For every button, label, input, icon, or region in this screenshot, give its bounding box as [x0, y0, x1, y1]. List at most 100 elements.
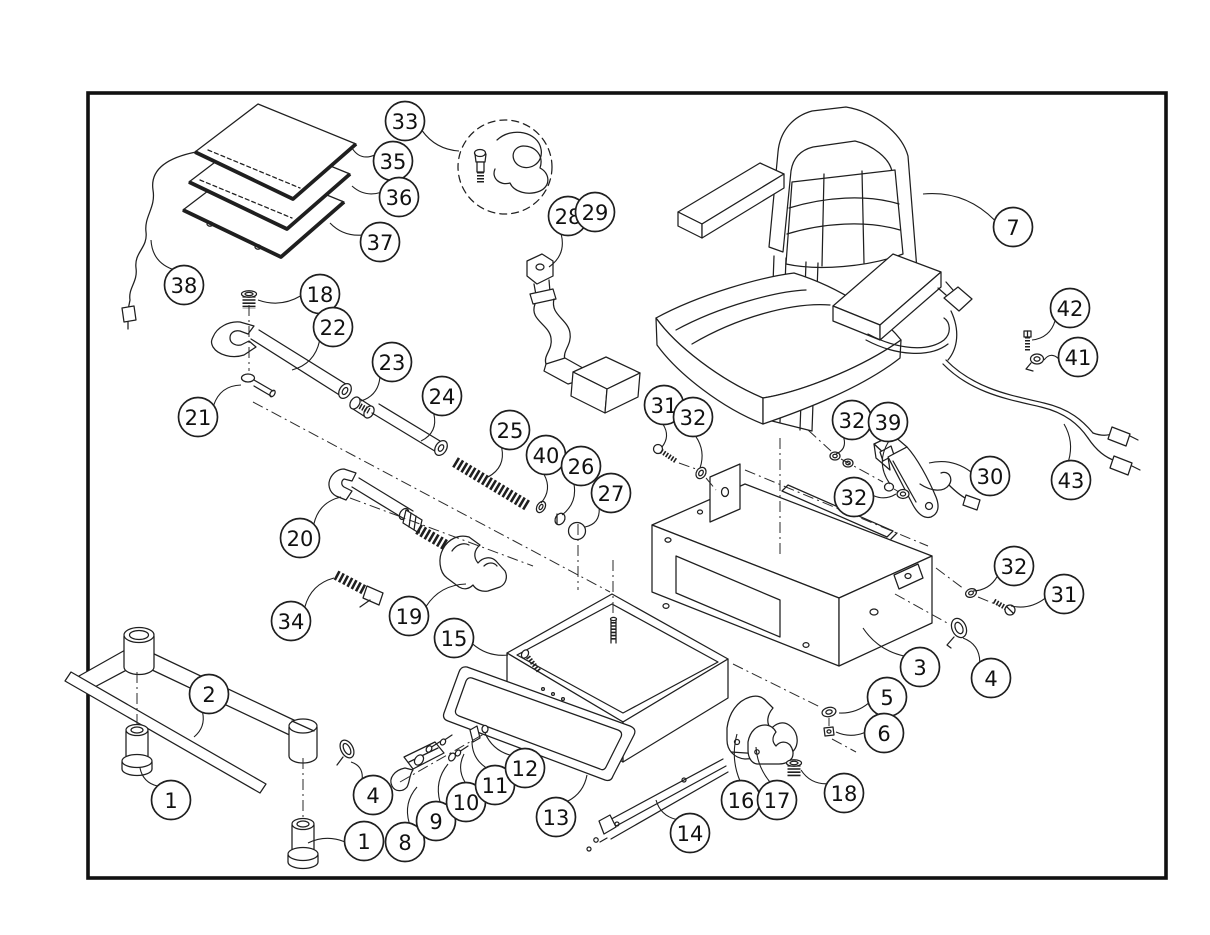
callout-3: 3: [862, 627, 941, 688]
balloon-circle: [270, 600, 312, 642]
leader-line: [460, 753, 466, 783]
balloon-circle: [823, 772, 865, 814]
spring-34: [333, 570, 384, 608]
balloon-number: 41: [1065, 346, 1092, 370]
balloon-number: 34: [278, 610, 305, 634]
callout-31: 31: [1010, 573, 1085, 615]
leader-line: [351, 147, 375, 158]
leader-line: [291, 340, 321, 371]
leader-line: [487, 447, 503, 478]
callout-17: 17: [755, 746, 798, 821]
bracket-16-17-18: [726, 695, 837, 777]
leader-line: [472, 643, 509, 656]
callout-6: 6: [835, 712, 905, 754]
callout-35: 35: [351, 140, 414, 182]
callout-43: 43: [1050, 423, 1092, 501]
callout-32: 32: [831, 399, 873, 455]
balloon-number: 14: [677, 822, 704, 846]
balloon-circle: [1043, 573, 1085, 615]
balloon-circle: [863, 712, 905, 754]
leader-line: [800, 769, 827, 785]
callout-1: 1: [139, 767, 192, 821]
cushion-panels-35-36-37: [182, 103, 358, 259]
balloon-circle: [899, 646, 941, 688]
leader-line: [484, 732, 511, 756]
leader-line: [695, 435, 703, 469]
leader-line: [540, 474, 549, 504]
balloon-number: 32: [839, 409, 866, 433]
balloon-circle: [1057, 336, 1099, 378]
balloon-number: 22: [320, 316, 347, 340]
callout-29: 29: [574, 191, 616, 233]
callout-41: 41: [1043, 336, 1099, 378]
leader-line: [1031, 320, 1056, 341]
leader-line: [655, 799, 677, 820]
balloon-number: 26: [568, 455, 595, 479]
balloon-circle: [535, 796, 577, 838]
leader-line: [304, 577, 335, 608]
leader-line: [862, 627, 905, 657]
balloon-number: 2: [202, 683, 215, 707]
balloon-circle: [969, 455, 1011, 497]
callout-20: 20: [279, 496, 342, 559]
balloon-number: 11: [482, 774, 509, 798]
balloon-circle: [343, 820, 385, 862]
callout-25: 25: [487, 409, 531, 478]
callout-14: 14: [655, 799, 711, 854]
balloon-number: 25: [497, 419, 524, 443]
hardware-31-32-right: [946, 588, 1016, 649]
callout-15: 15: [433, 617, 509, 659]
leader-line: [962, 637, 981, 663]
leader-line: [406, 786, 418, 824]
balloon-number: 24: [429, 385, 456, 409]
callout-10: 10: [445, 753, 487, 823]
balloon-circle: [672, 396, 714, 438]
balloon-circle: [421, 375, 463, 417]
balloon-number: 13: [543, 806, 570, 830]
balloon-circle: [992, 206, 1034, 248]
leader-line: [437, 763, 449, 803]
balloon-number: 33: [392, 110, 419, 134]
balloon-number: 18: [307, 283, 334, 307]
link-rod-20: [328, 468, 423, 534]
leader-line: [922, 193, 996, 221]
balloon-circle: [371, 341, 413, 383]
balloon-circle: [150, 779, 192, 821]
callout-12: 12: [484, 732, 546, 789]
leader-line: [548, 234, 563, 268]
seat-assembly-7: [655, 106, 973, 432]
balloon-number: 31: [1051, 583, 1078, 607]
callout-4: 4: [350, 761, 394, 816]
callout-32: 32: [833, 476, 897, 518]
balloon-number: 7: [1006, 216, 1019, 240]
balloon-circle: [384, 100, 426, 142]
balloon-number: 32: [841, 486, 868, 510]
leader-line: [313, 496, 342, 525]
balloon-circle: [669, 812, 711, 854]
balloon-number: 8: [398, 831, 411, 855]
leader-line: [972, 575, 998, 592]
leader-line: [835, 437, 846, 455]
balloon-number: 19: [396, 605, 423, 629]
balloon-circle: [1049, 287, 1091, 329]
leader-line: [561, 484, 576, 516]
callout-33: 33: [384, 100, 460, 152]
balloon-circle: [384, 821, 426, 863]
balloon-number: 12: [512, 757, 539, 781]
balloon-circle: [359, 221, 401, 263]
callout-4: 4: [962, 637, 1012, 699]
leader-line: [1063, 423, 1072, 461]
callout-7: 7: [922, 193, 1034, 248]
balloon-number: 43: [1058, 469, 1085, 493]
callout-36: 36: [351, 176, 420, 218]
balloon-number: 30: [977, 465, 1004, 489]
leader-line: [425, 583, 467, 607]
balloon-number: 20: [287, 527, 314, 551]
leader-line: [755, 746, 771, 783]
callout-13: 13: [535, 774, 588, 838]
leader-line: [1043, 354, 1059, 361]
balloon-circle: [867, 401, 909, 443]
callout-24: 24: [420, 375, 463, 442]
